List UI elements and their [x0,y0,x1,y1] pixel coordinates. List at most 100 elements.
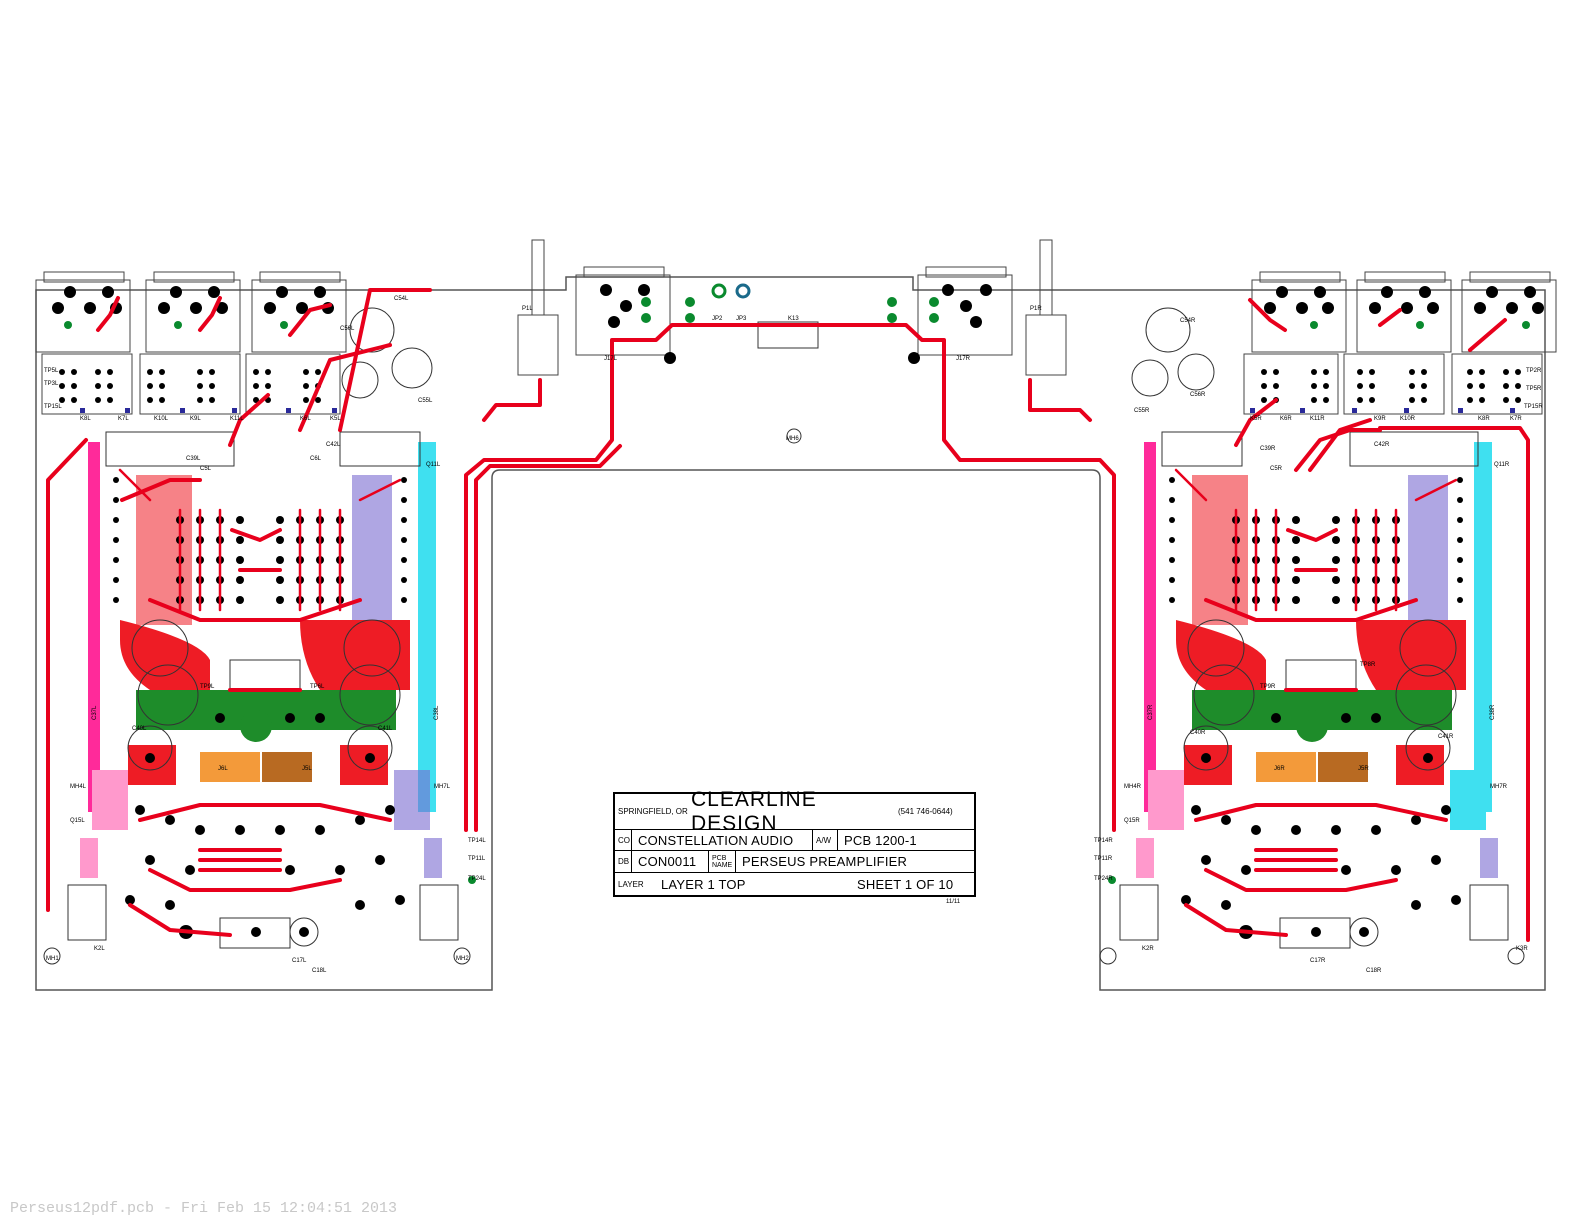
label-mh4r: MH4R [1124,784,1142,790]
db-value: CON0011 [632,851,709,872]
relay-blocks [41,353,1543,415]
label-c54l: C54L [394,296,409,302]
label-tp8r: TP8R [1360,662,1376,668]
label-c38r: C38R [1490,704,1496,720]
red-traces-thin [118,468,1458,612]
board-outline [35,276,1546,991]
title-block-location: SPRINGFIELD, OR [618,807,688,816]
aw-label: A/W [813,830,838,850]
zones-right [1136,442,1498,878]
title-block: SPRINGFIELD, OR CLEARLINE DESIGN (541 74… [613,787,976,897]
label-p1l: P1L [522,306,533,312]
label-j17r: J17R [956,356,971,362]
label-c40r: C40R [1190,730,1206,736]
label-tp15r: TP15R [1524,404,1543,410]
layer-label: LAYER [618,879,644,889]
label-c41l: C41L [378,726,393,732]
label-k8l: K8L [80,416,91,422]
label-j5l: J5L [302,766,312,772]
title-block-header: SPRINGFIELD, OR CLEARLINE DESIGN (541 74… [615,787,974,835]
label-c6l: C6L [310,456,322,462]
pcb-name-label: PCB NAME [709,851,736,872]
label-tp15l: TP15L [44,404,62,410]
label-p1r: P1R [1030,306,1042,312]
label-k9l: K9L [190,416,201,422]
label-mh2: MH2 [456,956,469,962]
label-tp14l: TP14L [468,838,486,844]
label-k10l: K10L [154,416,169,422]
label-c5r: C5R [1270,466,1283,472]
label-tp6l: TP6L [310,684,325,690]
label-k13: K13 [788,316,799,322]
label-c56r: C56R [1190,392,1206,398]
label-tp3l: TP3L [44,381,59,387]
label-c17l: C17L [292,958,307,964]
label-c55r: C55R [1134,408,1150,414]
label-c39r: C39R [1260,446,1276,452]
label-mh7r: MH7R [1490,784,1508,790]
label-q15l: Q15L [70,818,85,824]
label-k7r: K7R [1510,416,1522,422]
relay-blue-marks [80,408,1515,413]
component-outlines [67,307,1509,949]
label-c55l: C55L [418,398,433,404]
label-c40l: C40L [132,726,147,732]
label-c18r: C18R [1366,968,1382,974]
aw-value: PCB 1200-1 [844,832,917,848]
label-k7l: K7L [118,416,129,422]
label-c37l: C37L [92,705,98,720]
label-j6r: J6R [1274,766,1285,772]
label-c38l: C38L [434,705,440,720]
label-k6l: K6L [300,416,311,422]
label-c54r: C54R [1180,318,1196,324]
label-k2r: K2R [1142,946,1154,952]
co-label: CO [615,830,632,850]
label-k9r: K9R [1374,416,1386,422]
label-mh4l: MH4L [70,784,87,790]
db-label: DB [615,851,632,872]
title-block-row-db: DB CON0011 PCB NAME PERSEUS PREAMPLIFIER [615,851,974,873]
label-q11r: Q11R [1494,462,1510,468]
label-j17l: J17L [604,356,618,362]
label-q11l: Q11L [426,462,441,468]
label-tp9l: TP9L [200,684,215,690]
label-c5l: C5L [200,466,212,472]
label-c41r: C41R [1438,734,1454,740]
label-j6l: J6L [218,766,228,772]
label-tp11l: TP11L [468,856,486,862]
label-jp3: JP3 [736,316,747,322]
layer-value: LAYER 1 TOP [661,876,746,892]
label-j5r: J5R [1358,766,1369,772]
title-block-company: CLEARLINE DESIGN [691,787,817,835]
label-tp11r: TP11R [1094,856,1113,862]
label-tp14r: TP14R [1094,838,1113,844]
label-mh1: MH1 [46,956,59,962]
label-mh7l: MH7L [434,784,451,790]
label-k8r: K8R [1478,416,1490,422]
sheet-value: SHEET 1 OF 10 [857,876,954,892]
label-k2l: K2L [94,946,105,952]
label-k11r: K11R [1310,416,1325,422]
pcb-name-value: PERSEUS PREAMPLIFIER [742,854,908,869]
title-block-phone: (541 746-0644) [898,807,953,816]
label-k3r: K3R [1516,946,1528,952]
green-vias [64,283,1530,884]
mounting-holes [43,428,1525,965]
label-k5r: K5R [1250,416,1262,422]
label-tp9r: TP9R [1260,684,1276,690]
label-tp2r: TP2R [1526,368,1542,374]
label-tp24l: TP24L [468,876,486,882]
label-c37r: C37R [1148,704,1154,720]
connector-row-left [35,239,1557,376]
title-block-row-co: CO CONSTELLATION AUDIO A/W PCB 1200-1 [615,830,974,851]
label-tp24r: TP24R [1094,876,1113,882]
label-c42l: C42L [326,442,341,448]
red-traces [46,288,1530,942]
label-tp5l: TP5L [44,368,59,374]
label-tp5r: TP5R [1526,386,1542,392]
label-c42r: C42R [1374,442,1390,448]
label-k10r: K10R [1400,416,1416,422]
label-c56l: C56L [340,326,355,332]
title-block-row-layer: LAYER LAYER 1 TOP SHEET 1 OF 10 [615,873,974,895]
